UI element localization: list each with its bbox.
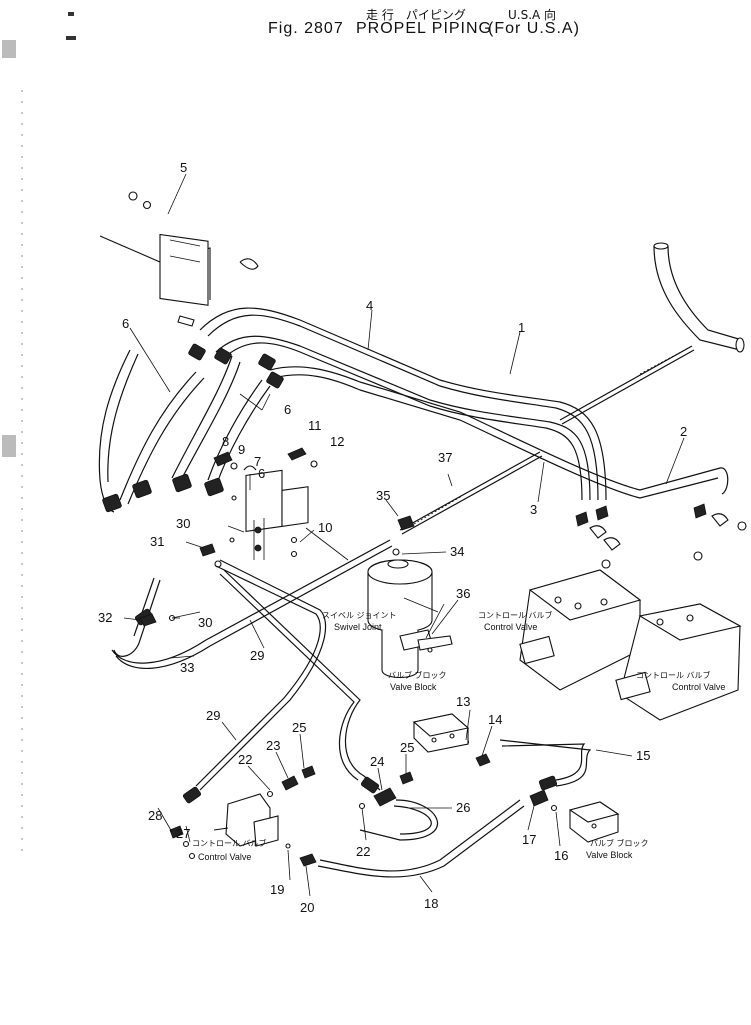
callout-26: 26 [456, 800, 470, 815]
pipe-fittings-right [575, 503, 747, 569]
callout-23: 23 [266, 738, 280, 753]
rods [399, 345, 695, 535]
callout-24: 24 [370, 754, 384, 769]
callout-32: 32 [98, 610, 112, 625]
figure-number: Fig. 2807 [268, 20, 344, 37]
callout-13: 12 [330, 434, 344, 449]
callout-19: 18 [424, 896, 438, 911]
callout-12: 11 [308, 418, 322, 433]
callout-36: 37 [438, 450, 452, 465]
callout-20: 19 [270, 882, 284, 897]
callout-37: 36 [456, 586, 470, 601]
control-valve-lower-left [213, 793, 279, 847]
callout-15: 14 [488, 712, 502, 727]
control-valve-right-label-jp: コントロール バルブ [636, 670, 711, 680]
callout-4: 4 [366, 298, 373, 313]
control-valve-lower-label-jp: コントロール バルブ [192, 838, 267, 848]
swivel-joint [367, 515, 453, 679]
callout-3: 3 [530, 502, 537, 517]
callout-29a: 29 [250, 648, 264, 663]
callout-2: 2 [680, 424, 687, 439]
valve-block-center-label-en: Valve Block [390, 682, 437, 692]
control-valve-upper-label-en: Control Valve [484, 622, 537, 632]
control-valve-right-upper [519, 569, 642, 691]
callout-22b: 22 [356, 844, 370, 859]
component-labels: スイベル ジョイント Swivel Joint コントロール バルブ Contr… [192, 610, 725, 862]
callout-14: 13 [456, 694, 470, 709]
callout-5: 5 [180, 160, 187, 175]
lower-fittings [139, 548, 558, 867]
valve-block-center [412, 713, 470, 753]
callout-7: 6 [258, 466, 265, 481]
callout-6b: 6 [284, 402, 291, 417]
main-pipe-bundle [98, 307, 729, 513]
callout-numbers: 5 6 6 4 1 2 3 11 12 8 9 7 6 37 35 34 10 … [98, 160, 687, 915]
scan-margin-marks [2, 12, 76, 860]
callout-17: 16 [554, 848, 568, 863]
callout-27: 27 [176, 826, 190, 841]
callout-35: 35 [376, 488, 390, 503]
figure-title: PROPEL PIPING [356, 20, 492, 37]
callout-34: 34 [450, 544, 464, 559]
distribution-block [199, 447, 318, 568]
callout-11: 10 [318, 520, 332, 535]
callout-25a: 25 [292, 720, 306, 735]
header-jp-title: 走 行 パイピング [366, 8, 466, 22]
callout-31: 31 [150, 534, 164, 549]
valve-block-right-label-en: Valve Block [586, 850, 633, 860]
callout-6a: 6 [122, 316, 129, 331]
callout-30b: 30 [198, 615, 212, 630]
callout-9: 8 [222, 434, 229, 449]
valve-block-center-label-jp: バルブ ブロック [388, 670, 447, 680]
callout-18: 17 [522, 832, 536, 847]
header-jp-market: U.S.A 向 [508, 8, 557, 22]
control-valve-right-label-en: Control Valve [672, 682, 725, 692]
callout-16: 15 [636, 748, 650, 763]
callout-30a: 30 [176, 516, 190, 531]
control-valve-lower-label-en: Control Valve [198, 852, 251, 862]
callout-22a: 22 [238, 752, 252, 767]
swivel-joint-label-jp: スイベル ジョイント [322, 611, 397, 620]
callout-28: 28 [148, 808, 162, 823]
swivel-joint-label-en: Swivel Joint [334, 622, 382, 632]
control-valve-upper-label-jp: コントロール バルブ [478, 610, 553, 620]
valve-block-right-label-jp: バルブ ブロック [590, 838, 649, 848]
callout-10: 9 [238, 442, 245, 457]
valve-block-right [568, 801, 620, 843]
control-valve-right-lower [615, 603, 742, 721]
leader-lines [123, 173, 685, 897]
callout-29b: 29 [206, 708, 220, 723]
tube-upper-right [653, 242, 745, 353]
callout-33: 33 [180, 660, 194, 675]
callout-21: 20 [300, 900, 314, 915]
bracket-part-5 [99, 191, 259, 327]
callout-8: 7 [254, 454, 261, 469]
callout-25b: 25 [400, 740, 414, 755]
figure-market: (For U.S.A) [488, 20, 580, 37]
callout-1: 1 [518, 320, 525, 335]
